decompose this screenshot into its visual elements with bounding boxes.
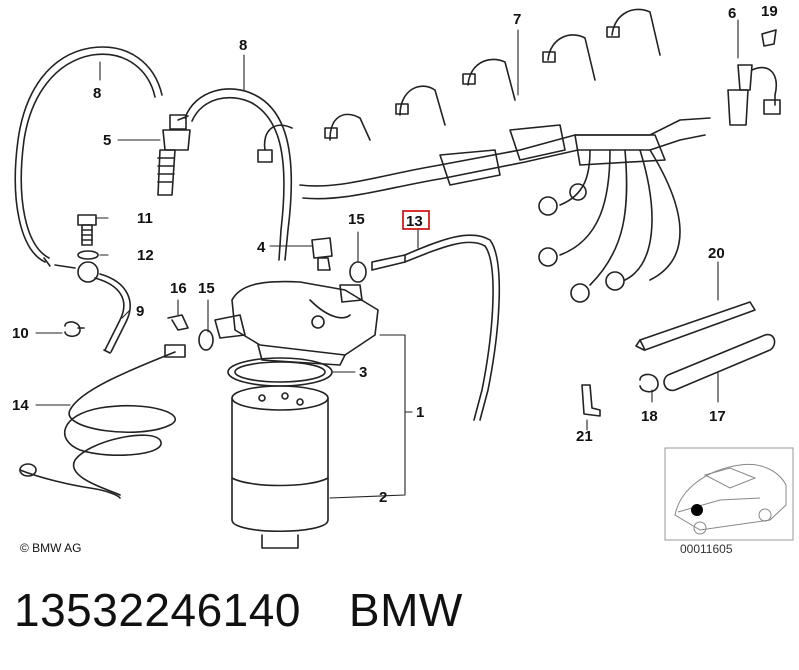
part-16-clip [167, 314, 189, 331]
part-13-fuel-hose [371, 234, 501, 421]
highlight-box-13 [402, 210, 430, 230]
part-9-banjo-hose [54, 261, 131, 354]
part-20-cable-tie [635, 301, 756, 351]
part-1-filter-head [214, 280, 379, 366]
label-6: 6 [728, 5, 736, 22]
label-15-upper: 15 [348, 211, 365, 228]
inset-location-marker [691, 504, 703, 516]
label-3: 3 [359, 364, 367, 381]
part-labels: 8 8 5 7 6 19 11 12 4 15 13 16 15 10 9 14… [12, 3, 778, 506]
part-14-coiled-hose [19, 344, 186, 499]
label-16: 16 [170, 280, 187, 297]
part-21-clip [581, 384, 601, 417]
label-19: 19 [761, 3, 778, 20]
part-6-injector [727, 64, 781, 126]
part-10-clamp [64, 321, 85, 338]
label-8-left: 8 [93, 85, 101, 102]
label-5: 5 [103, 132, 111, 149]
leader-lines [35, 19, 739, 499]
label-12: 12 [137, 247, 154, 264]
label-20: 20 [708, 245, 725, 262]
copyright-text: © BMW AG [20, 541, 82, 555]
part-5-injector [157, 114, 191, 196]
label-2: 2 [379, 489, 387, 506]
part-8-hose-center [184, 88, 293, 261]
label-18: 18 [641, 408, 658, 425]
part-15-seal-lower [198, 329, 214, 351]
part-15-seal-upper [349, 261, 367, 283]
part-4-fitting [311, 237, 333, 271]
part-3-seal-ring [227, 357, 333, 387]
label-15-lower: 15 [198, 280, 215, 297]
part-12-seal [77, 250, 99, 260]
footer-brand: BMW [348, 584, 463, 636]
label-7: 7 [513, 11, 521, 28]
part-2-filter-element [231, 385, 329, 549]
footer-part-number: 13532246140 [14, 584, 301, 636]
inset-car-view: 00011605 [664, 447, 794, 556]
label-10: 10 [12, 325, 29, 342]
label-9: 9 [136, 303, 144, 320]
inset-number: 00011605 [680, 542, 733, 556]
label-11: 11 [137, 210, 153, 227]
label-4: 4 [257, 239, 266, 256]
part-17-sleeve [663, 333, 776, 392]
part-7-injection-lines [257, 8, 711, 303]
label-8-center: 8 [239, 37, 247, 54]
parts-diagram: 8 8 5 7 6 19 11 12 4 15 13 16 15 10 9 14… [12, 3, 794, 556]
label-13: 13 [406, 213, 423, 230]
part-19-cap [761, 29, 777, 47]
part-8-hose-left [14, 46, 163, 267]
part-11-banjo-bolt [77, 214, 97, 246]
label-17: 17 [709, 408, 726, 425]
part-18-clamp [639, 373, 659, 393]
label-14: 14 [12, 397, 29, 414]
label-21: 21 [576, 428, 593, 445]
label-1: 1 [416, 404, 424, 421]
footer-title: 13532246140 BMW [14, 583, 463, 637]
